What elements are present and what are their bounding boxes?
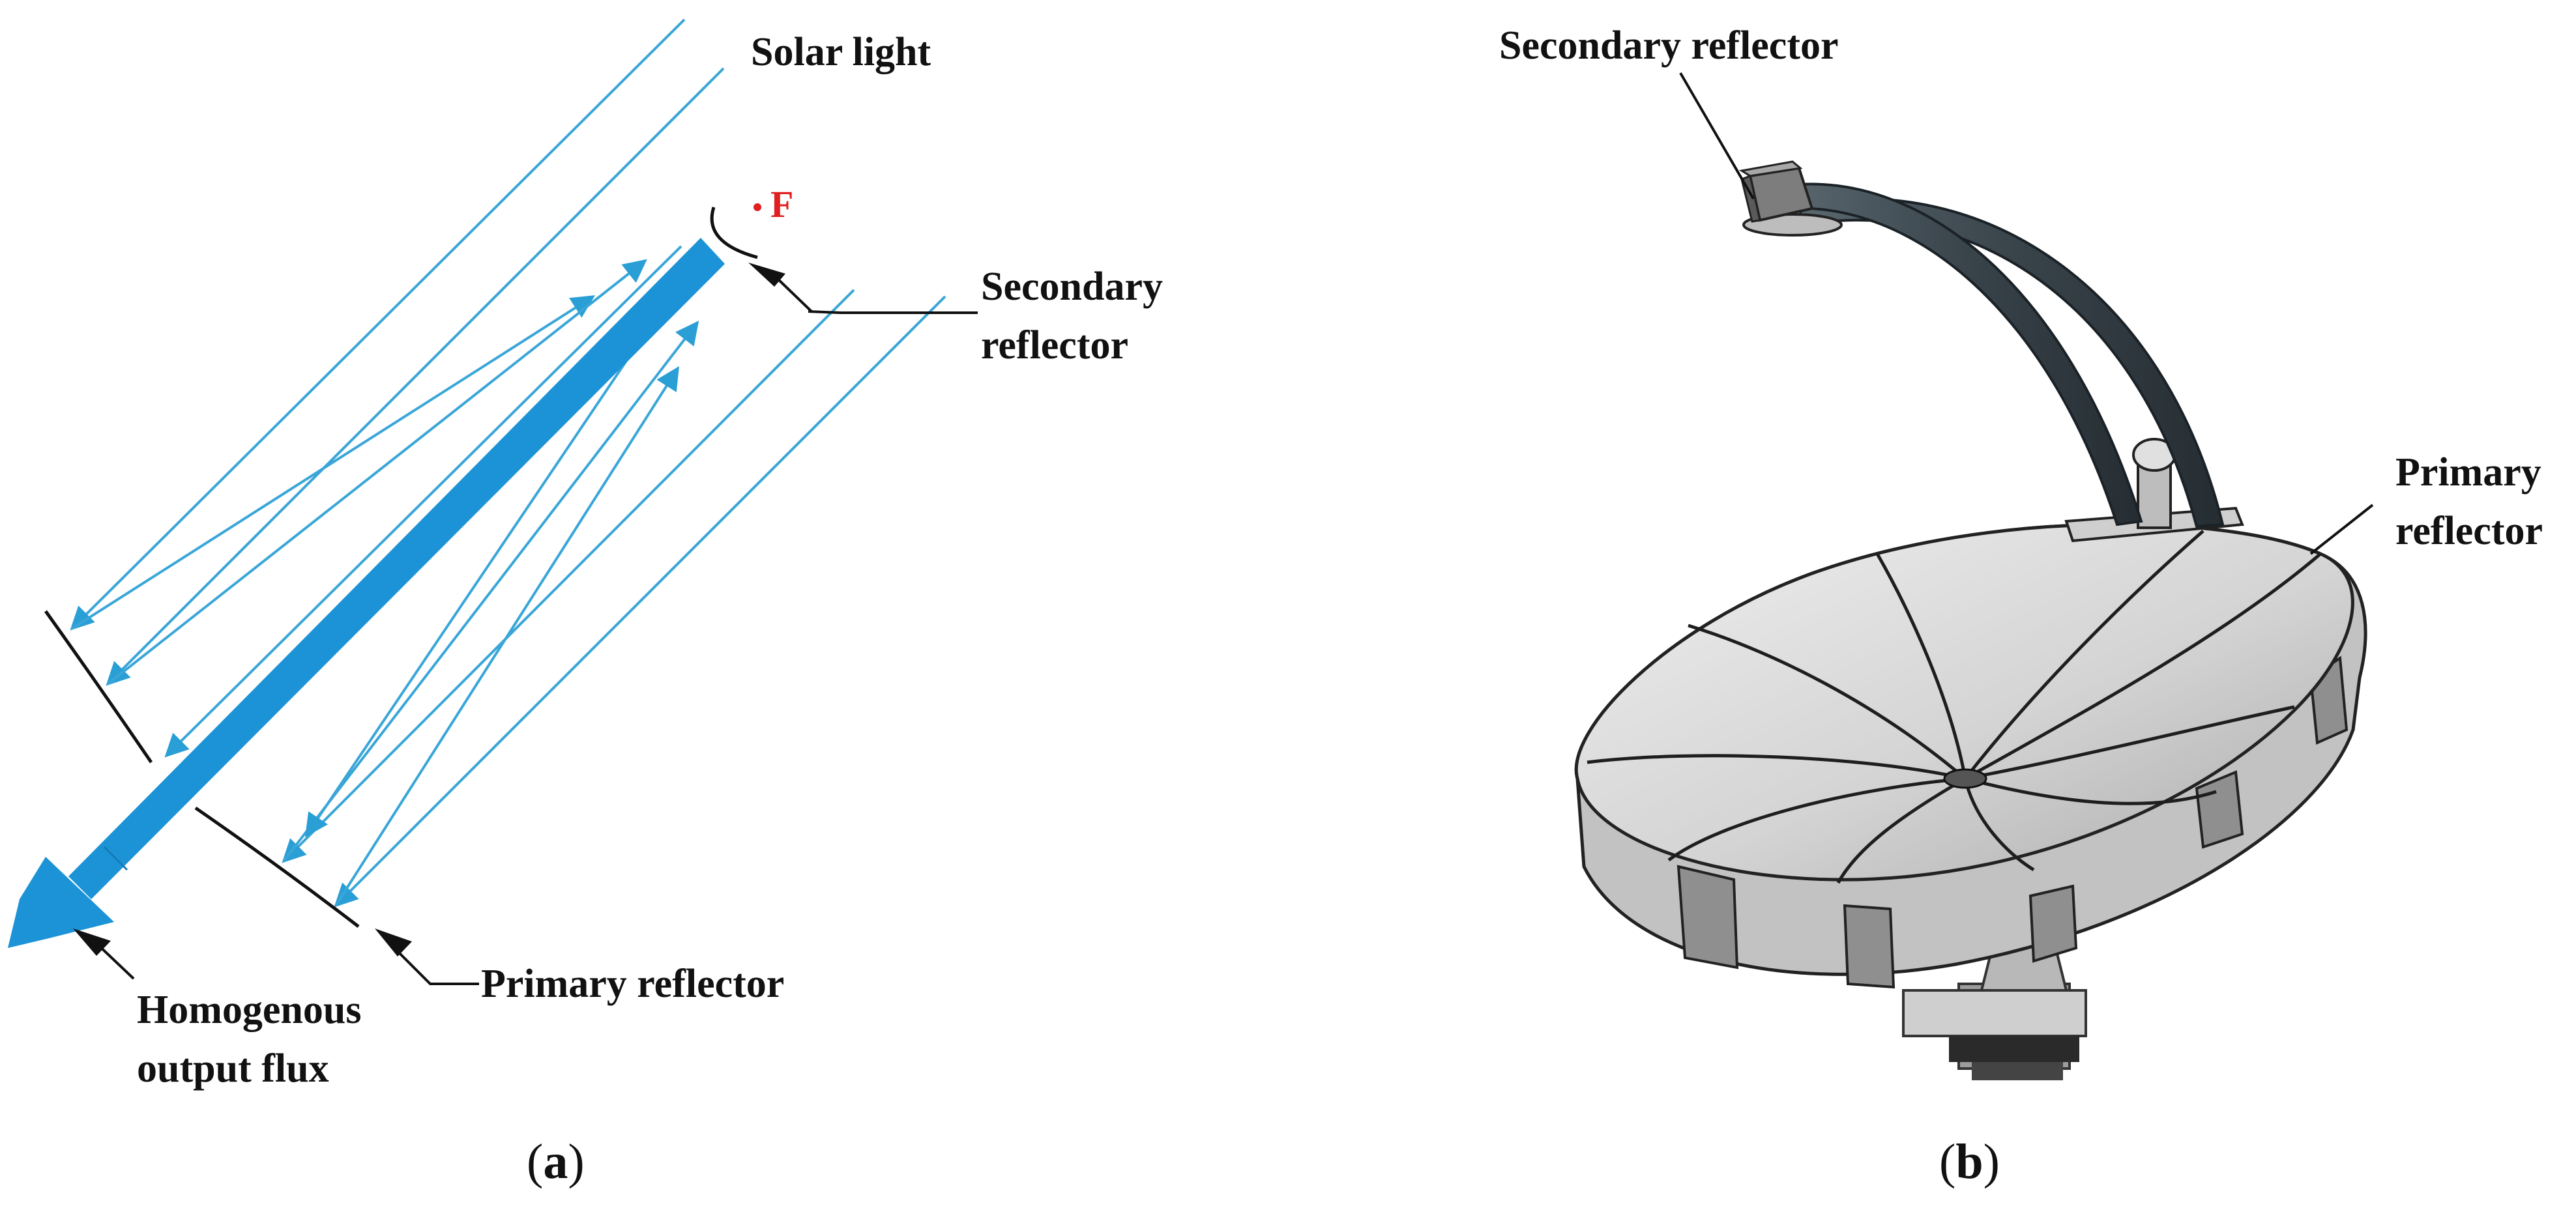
- output-flux-arrow: [8, 238, 725, 948]
- leader-secondary-reflector: [1679, 72, 1755, 200]
- reflected-ray: [106, 259, 647, 685]
- output-flux-label-line1: Homogenous: [137, 988, 361, 1032]
- output-flux-label-line2: output flux: [137, 1046, 329, 1091]
- vent-pipe: [2132, 438, 2176, 529]
- primary-reflector-label: Primary reflector: [481, 962, 784, 1006]
- arrow-secondary-reflector: [748, 263, 785, 287]
- reflected-ray: [70, 295, 596, 630]
- secondary-reflector-b: [1738, 160, 1843, 237]
- solar-rays: [70, 18, 946, 908]
- focus-label: F: [770, 183, 793, 225]
- secondary-reflector-label-line2: reflector: [981, 323, 1128, 367]
- caption-a: (a): [527, 1134, 585, 1189]
- pointer-arrows-a: [73, 263, 978, 985]
- reflected-ray: [334, 366, 679, 907]
- dish-face: [1574, 523, 2354, 882]
- solar-ray: [334, 295, 946, 908]
- solar-light-label: Solar light: [751, 30, 931, 74]
- leader-primary-reflector: [2309, 504, 2374, 555]
- panel-b: Secondary reflector Primary reflector (b…: [1499, 23, 2543, 1189]
- support-arm-2: [1784, 182, 2143, 526]
- dish-mount: [1902, 937, 2087, 1080]
- dish-hub: [1943, 768, 1987, 789]
- panel-a: F Solar light Secondary reflector Primar…: [8, 18, 1163, 1189]
- solar-ray: [282, 289, 855, 863]
- solar-ray: [70, 18, 686, 631]
- focus-point: [754, 203, 761, 211]
- arrow-primary-reflector: [375, 928, 412, 956]
- reflected-ray: [164, 245, 682, 758]
- primary-reflector-label-b-line1: Primary: [2395, 450, 2541, 495]
- reflected-rays: [70, 245, 699, 907]
- reflected-ray: [282, 321, 699, 863]
- arrow-output-flux: [73, 928, 111, 956]
- secondary-reflector-label-line1: Secondary: [981, 265, 1163, 309]
- secondary-reflector-a: [710, 207, 758, 259]
- solar-ray: [106, 67, 725, 686]
- primary-reflector-a: [44, 610, 360, 928]
- primary-reflector-label-b-line2: reflector: [2395, 509, 2543, 553]
- dish-seams: [1587, 530, 2322, 884]
- caption-b: (b): [1939, 1134, 2000, 1189]
- secondary-reflector-label-b: Secondary reflector: [1499, 23, 1839, 68]
